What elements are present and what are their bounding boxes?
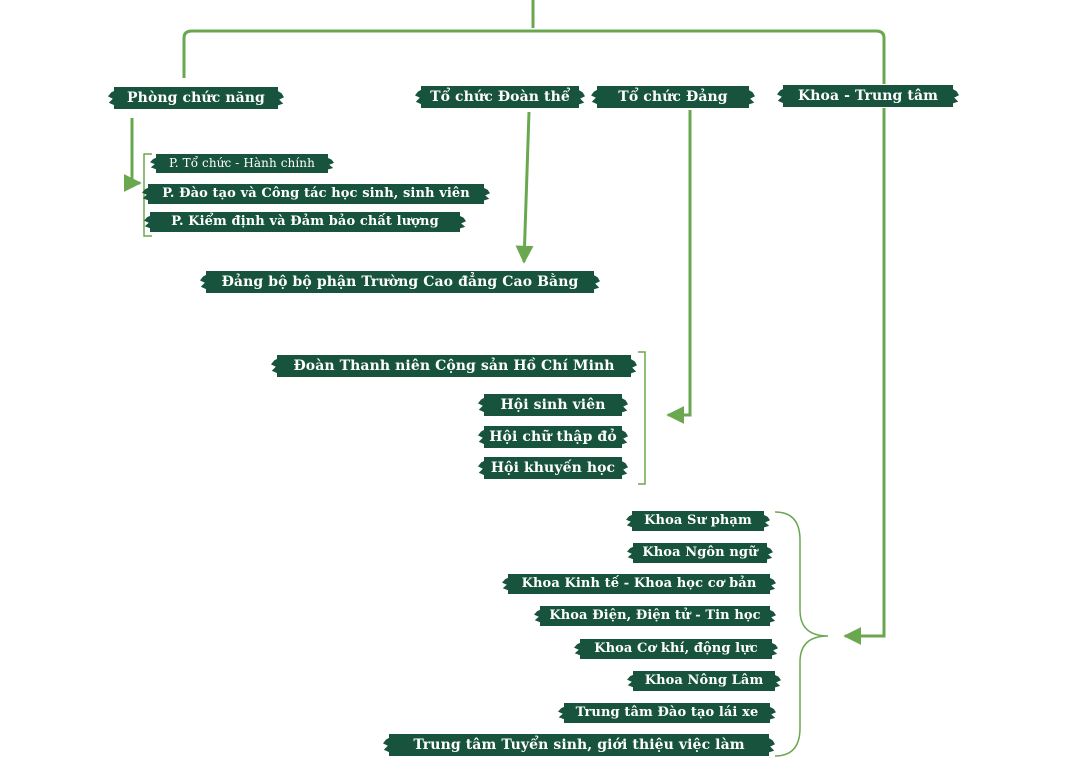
category-phong-chuc-nang: Phòng chức năng <box>114 87 278 109</box>
doanthe-bracket <box>638 351 646 485</box>
category-khoa-trung-tam: Khoa - Trung tâm <box>783 85 953 107</box>
dang-arrow <box>666 110 692 424</box>
khoa-item-lai-xe: Trung tâm Đào tạo lái xe <box>564 703 770 723</box>
khoa-item-co-khi: Khoa Cơ khí, động lực <box>580 639 772 659</box>
khoa-arrow <box>843 108 886 645</box>
khoa-brace <box>774 511 829 757</box>
khoa-item-su-pham: Khoa Sư phạm <box>632 511 764 531</box>
doanthe-item-hoi-chu-thap-do: Hội chữ thập đỏ <box>484 426 622 448</box>
khoa-item-nong-lam: Khoa Nông Lâm <box>633 671 775 691</box>
khoa-item-tuyen-sinh: Trung tâm Tuyển sinh, giới thiệu việc là… <box>389 734 769 756</box>
doanthe-item-hoi-khuyen-hoc: Hội khuyến học <box>484 457 622 479</box>
khoa-item-dien-dien-tu: Khoa Điện, Điện tử - Tin học <box>540 606 770 626</box>
doanthe-arrow <box>515 111 534 264</box>
phong-item-to-chuc-hanh-chinh: P. Tổ chức - Hành chính <box>156 154 328 173</box>
top-branch <box>182 29 886 84</box>
doanthe-item-doan-thanh-nien: Đoàn Thanh niên Cộng sản Hồ Chí Minh <box>277 355 631 377</box>
phong-bracket <box>143 153 152 237</box>
category-to-chuc-doan-the: Tổ chức Đoàn thể <box>421 86 579 108</box>
category-to-chuc-dang: Tổ chức Đảng <box>597 86 749 108</box>
phong-item-kiem-dinh: P. Kiểm định và Đảm bảo chất lượng <box>150 212 460 232</box>
phong-arrow <box>123 118 142 192</box>
dang-bo-node: Đảng bộ bộ phận Trường Cao đẳng Cao Bằng <box>206 271 594 293</box>
doanthe-item-hoi-sinh-vien: Hội sinh viên <box>484 394 622 416</box>
khoa-item-ngon-ngu: Khoa Ngôn ngữ <box>633 543 767 563</box>
phong-item-dao-tao: P. Đào tạo và Công tác học sinh, sinh vi… <box>148 184 484 204</box>
khoa-item-kinh-te: Khoa Kinh tế - Khoa học cơ bản <box>508 574 770 594</box>
